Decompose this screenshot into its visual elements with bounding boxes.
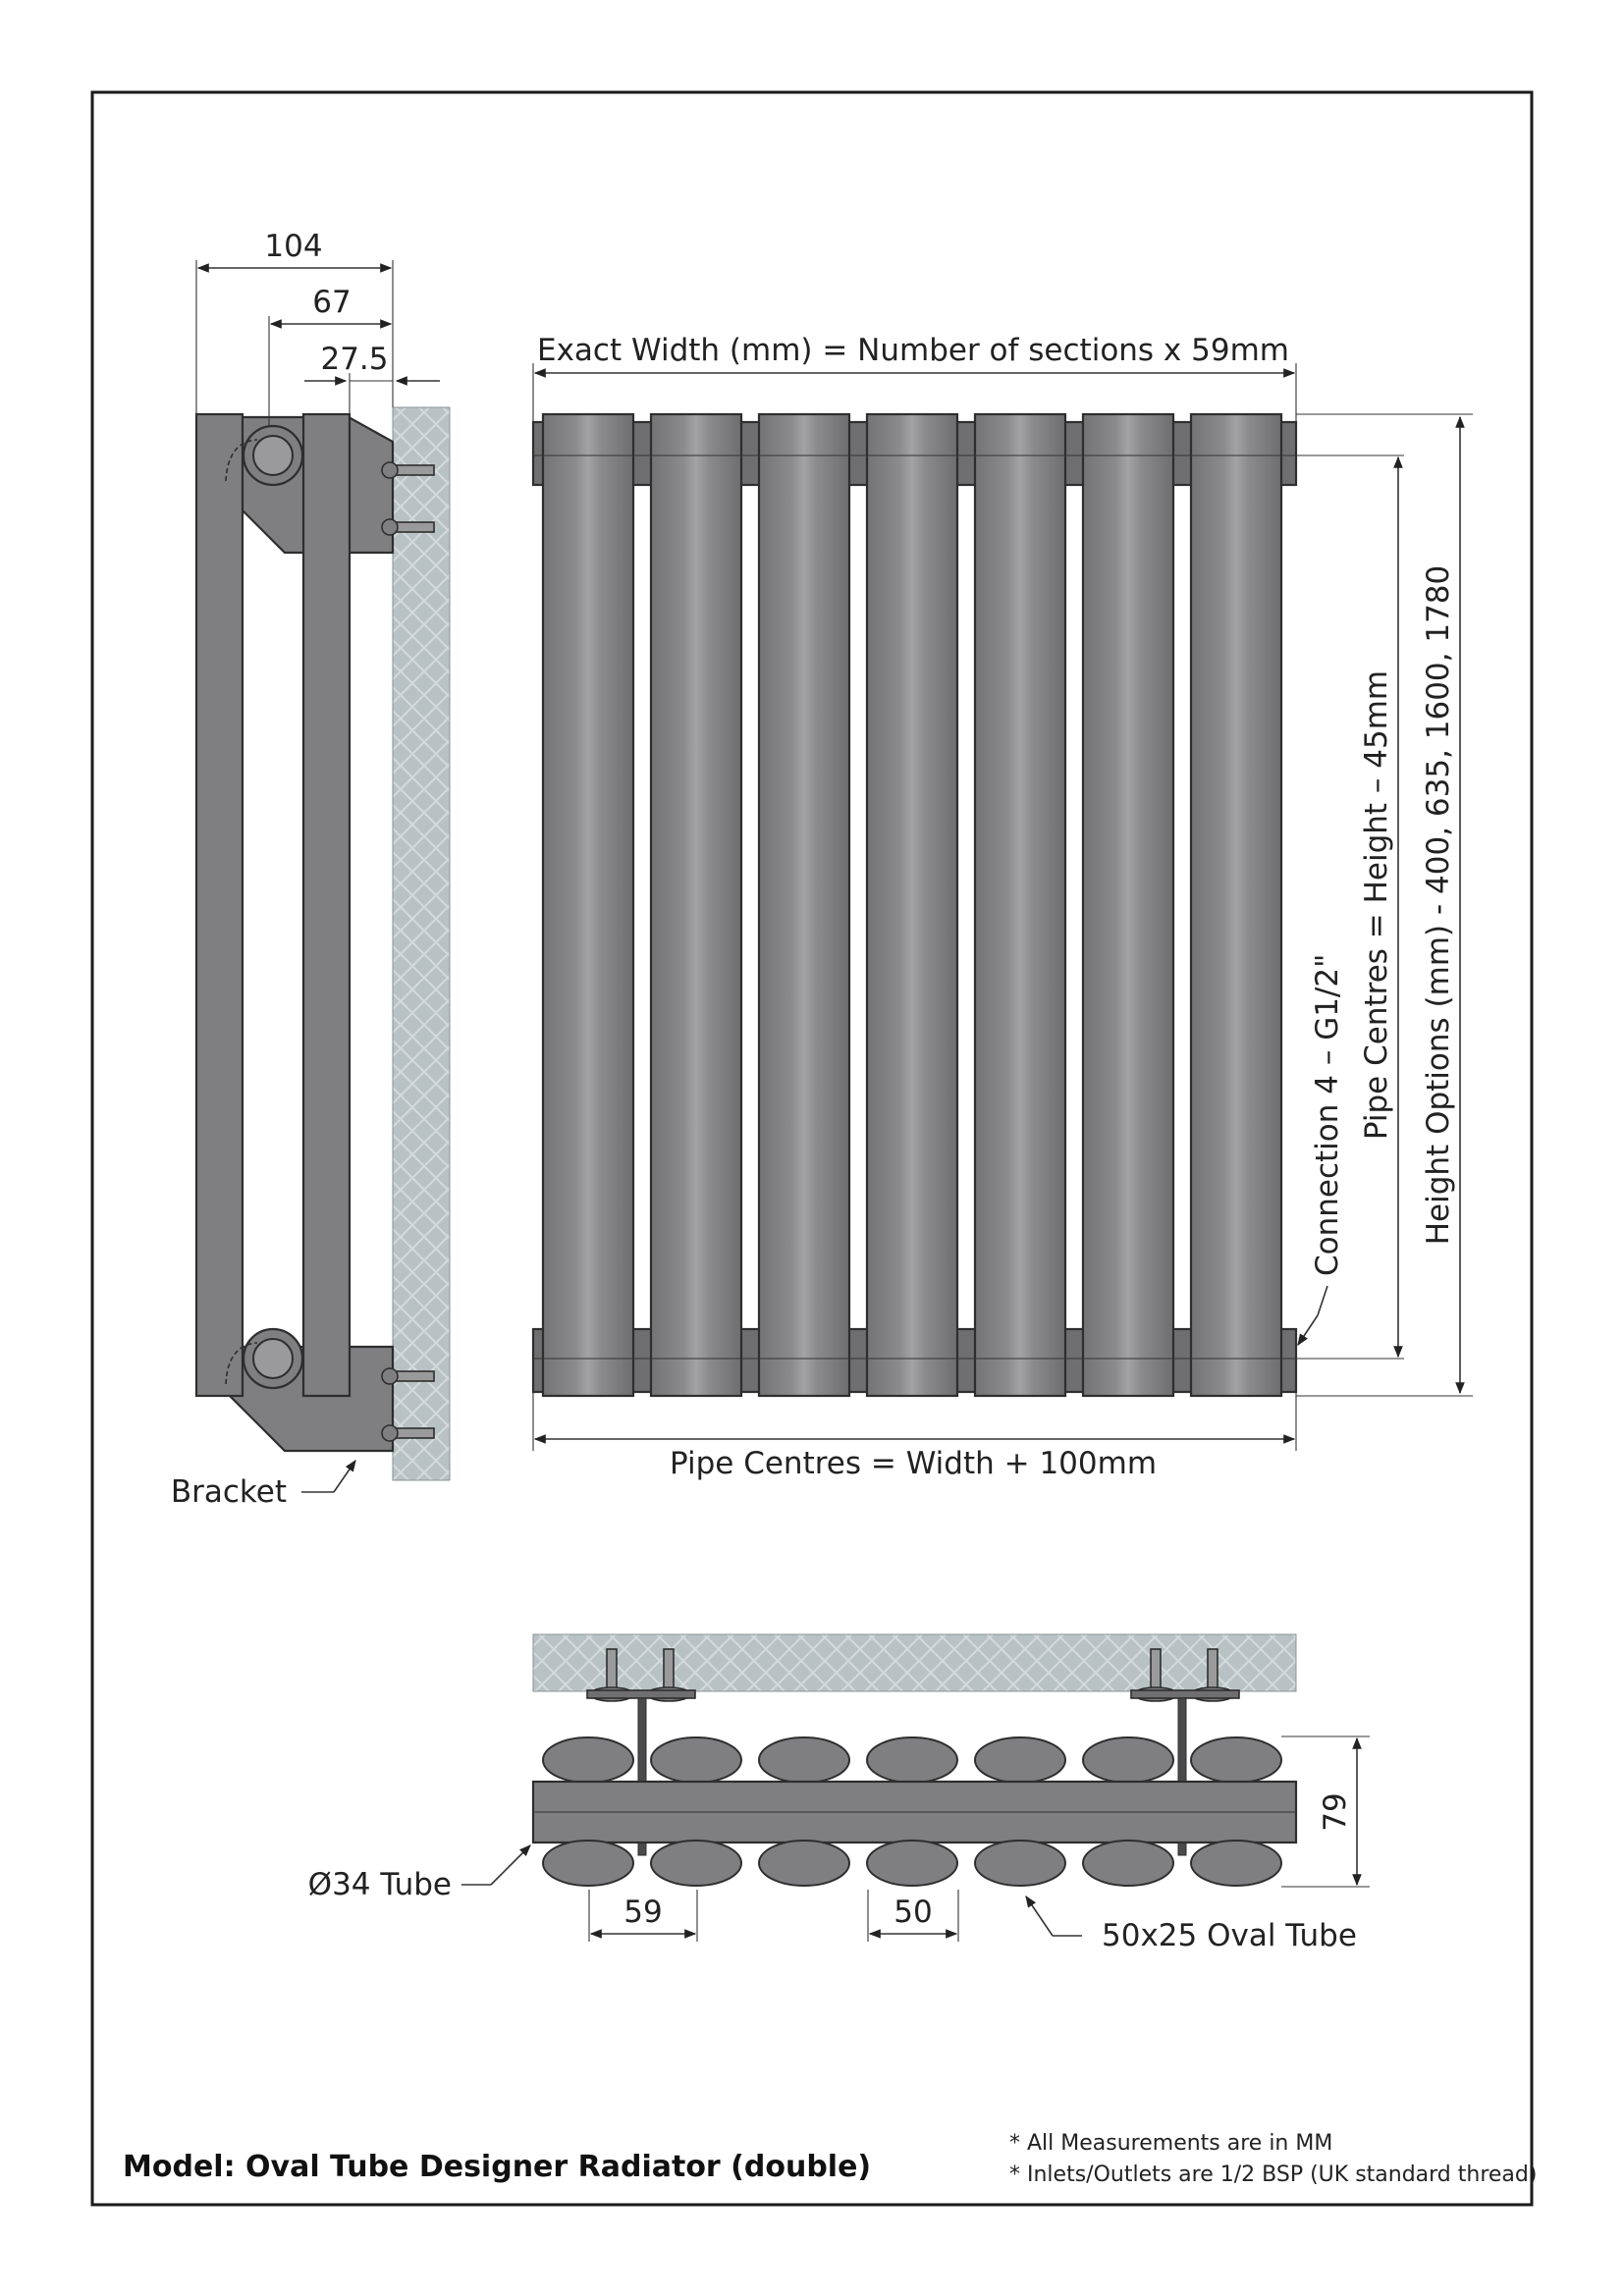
radiator-columns [541,412,1283,1398]
oval-tube [1082,1840,1174,1887]
fixing-bolts [381,461,435,1442]
oval-tube [866,1840,958,1887]
oval-tube [1190,1736,1282,1784]
exact-width-label: Exact Width (mm) = Number of sections x … [537,333,1289,368]
wall-top-view [532,1633,1297,1692]
side-view: 104 67 27.5 Bracket [171,229,451,1510]
pipe-centres-width-label: Pipe Centres = Width + 100mm [670,1446,1157,1481]
height-options-label: Height Options (mm) - 400, 635, 1600, 17… [1421,565,1456,1246]
radiator-column [973,412,1067,1398]
radiator-column [649,412,743,1398]
oval-tube [974,1840,1066,1887]
oval-tube [758,1840,850,1887]
top-view: 79 59 50 Ø34 Tube 50x25 Oval Tube [308,1633,1370,1953]
oval-tube-label: 50x25 Oval Tube [1102,1918,1357,1953]
front-tube [301,412,352,1398]
dim-overall-depth: 104 [264,229,322,264]
oval-tube [974,1736,1066,1784]
oval-tube [1190,1840,1282,1887]
pitch-label: 59 [623,1895,662,1930]
oval-tube [1082,1736,1174,1784]
note-measurements: * All Measurements are in MM [1009,2131,1332,2156]
oval-tube [542,1736,634,1784]
pipe-centres-height-label: Pipe Centres = Height – 45mm [1359,670,1394,1140]
dim-inner-depth: 27.5 [320,342,388,377]
radiator-column [865,412,959,1398]
tube-label: Ø34 Tube [308,1867,452,1902]
radiator-column [1189,412,1283,1398]
footer: Model: Oval Tube Designer Radiator (doub… [123,2131,1537,2187]
wall-section [392,406,451,1481]
bracket-label: Bracket [171,1474,287,1510]
depth-label: 79 [1318,1792,1353,1831]
oval-tubes-back-row [542,1736,1282,1784]
radiator-column [757,412,851,1398]
oval-tube [650,1840,742,1887]
radiator-column [541,412,635,1398]
page-frame [90,90,1534,2207]
oval-tube [866,1736,958,1784]
note-inlets: * Inlets/Outlets are 1/2 BSP (UK standar… [1009,2163,1537,2187]
dim-middle-depth: 67 [312,285,351,320]
manifold-pipes [225,424,304,1390]
oval-tube [542,1840,634,1887]
model-title: Model: Oval Tube Designer Radiator (doub… [123,2150,871,2184]
top-bolts [586,1648,1240,1702]
front-view: Exact Width (mm) = Number of sections x … [531,333,1473,1481]
rear-tube [194,412,244,1398]
radiator-column [1081,412,1175,1398]
oval-tubes-front-row [542,1840,1282,1887]
oval-tube [650,1736,742,1784]
oval-tube [758,1736,850,1784]
connection-label: Connection 4 – G1/2" [1310,954,1345,1276]
oval-width-label: 50 [893,1895,932,1930]
